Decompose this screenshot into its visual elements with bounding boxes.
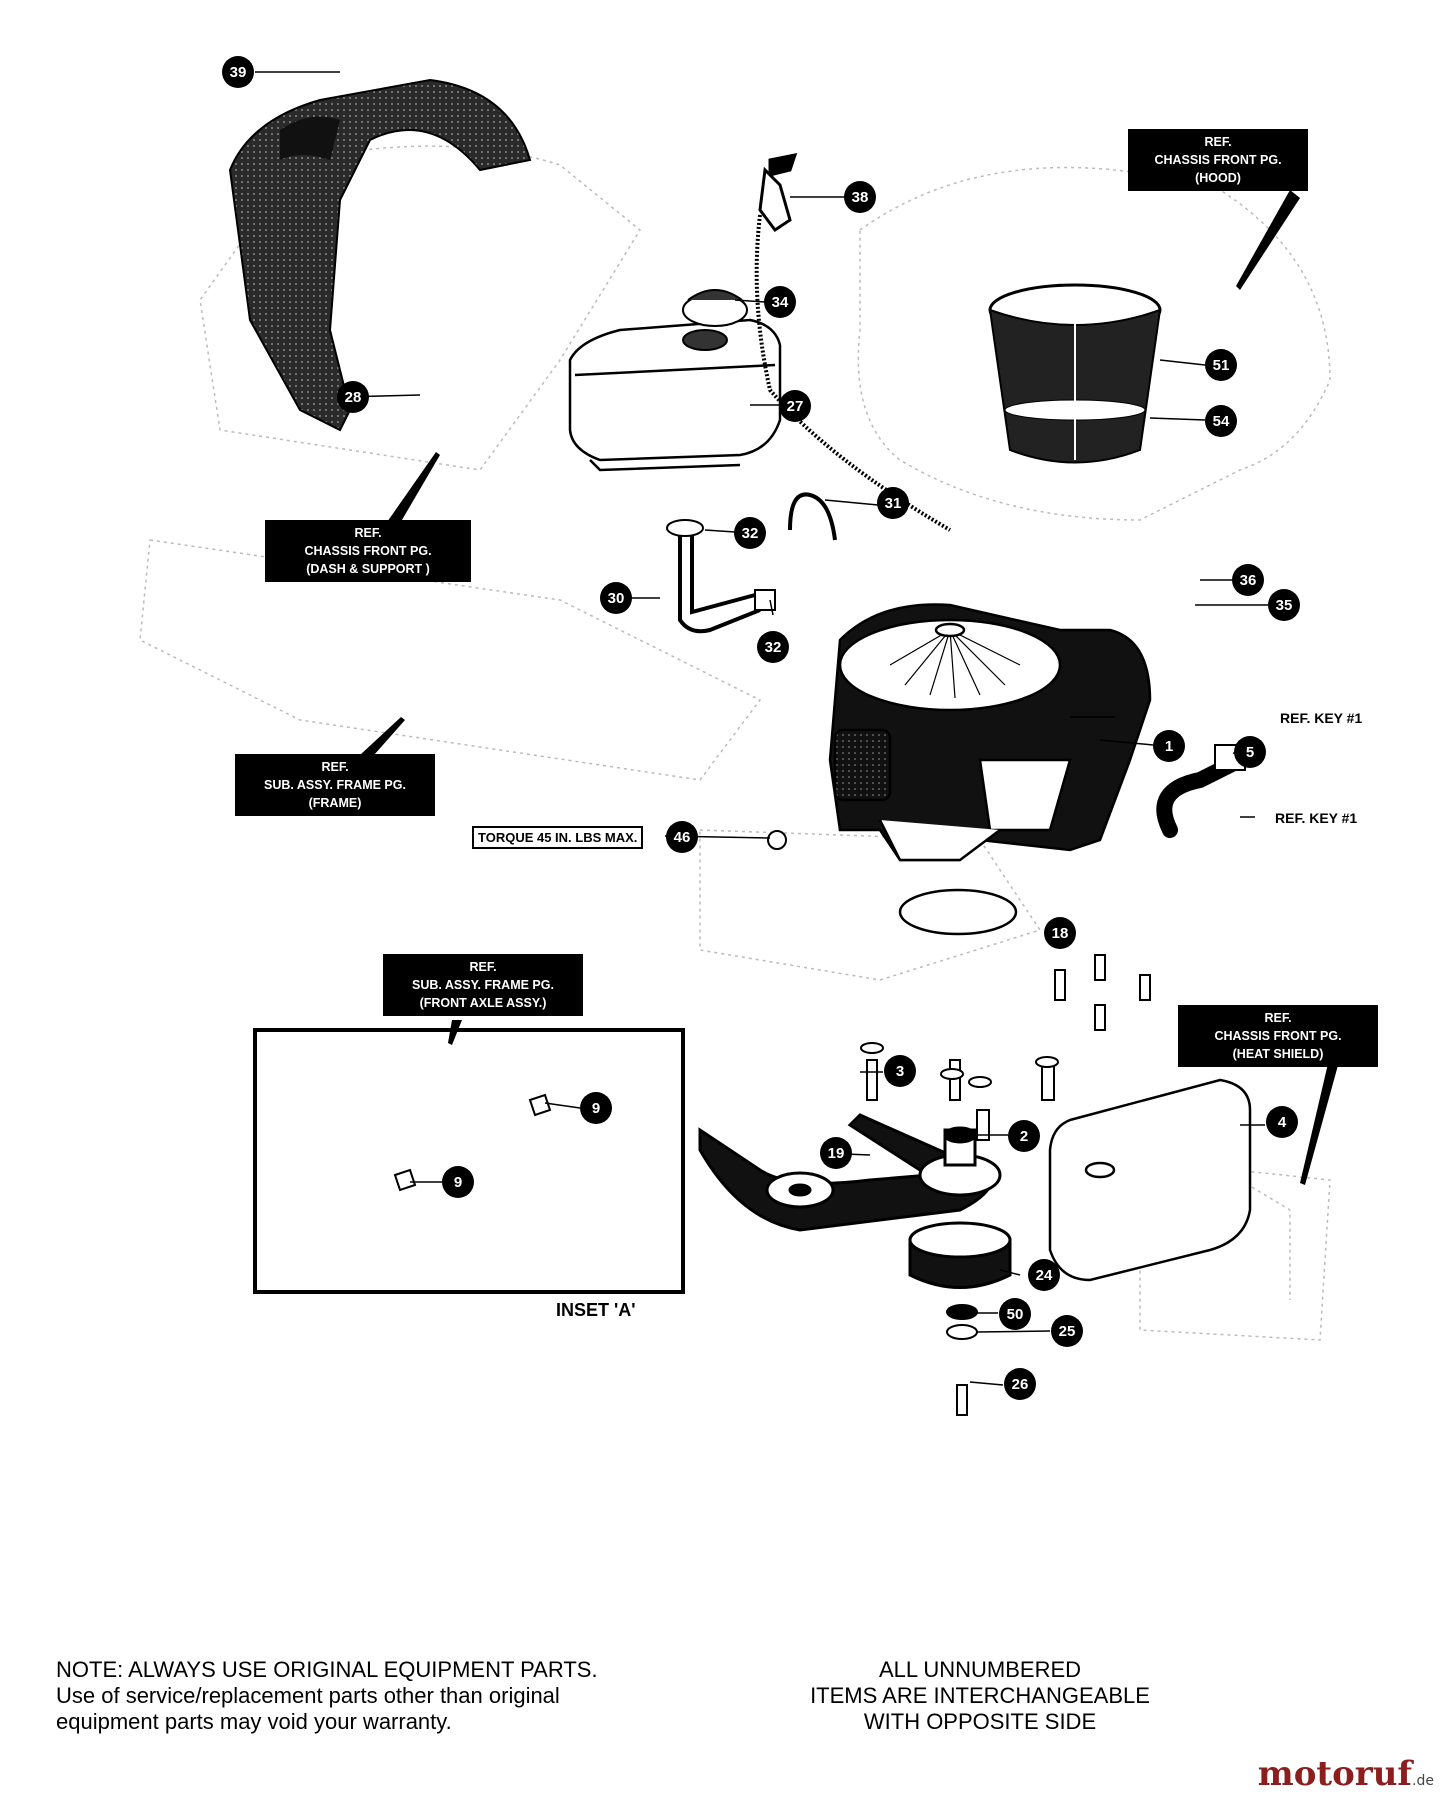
ref-box-heat-shield: REF. CHASSIS FRONT PG. (HEAT SHIELD) [1178, 1005, 1378, 1067]
note-line3: equipment parts may void your warranty. [56, 1709, 452, 1734]
ref-heat-line3: (HEAT SHIELD) [1232, 1047, 1324, 1061]
callout-9: 9 [442, 1166, 474, 1198]
callout-27: 27 [779, 390, 811, 422]
note-line2: Use of service/replacement parts other t… [56, 1683, 560, 1708]
ref-key-label: REF. KEY #1 [1275, 810, 1358, 826]
callout-4: 4 [1266, 1106, 1298, 1138]
interchangeable-line2: ITEMS ARE INTERCHANGEABLE [810, 1683, 1150, 1708]
ref-axle-line2: SUB. ASSY. FRAME PG. [412, 978, 554, 992]
ref-pointers [360, 190, 1340, 1185]
ref-box-dash-support: REF. CHASSIS FRONT PG. (DASH & SUPPORT ) [265, 520, 471, 582]
hose-clamp-2 [754, 589, 776, 611]
callout-18: 18 [1044, 917, 1076, 949]
throttle-lever [758, 153, 798, 233]
callout-50: 50 [999, 1298, 1031, 1330]
callout-3: 3 [884, 1055, 916, 1087]
callout-51: 51 [1205, 349, 1237, 381]
ref-frame-line3: (FRAME) [308, 796, 362, 810]
callout-24: 24 [1028, 1259, 1060, 1291]
callout-5: 5 [1234, 736, 1266, 768]
throttle-cable [754, 214, 952, 532]
ref-hood-line1: REF. [1204, 135, 1232, 149]
ref-box-hood: REF. CHASSIS FRONT PG. (HOOD) [1128, 129, 1308, 191]
callout-19: 19 [820, 1137, 852, 1169]
ref-dash-line3: (DASH & SUPPORT ) [306, 562, 430, 576]
ref-axle-line3: (FRONT AXLE ASSY.) [419, 996, 547, 1010]
gasket [898, 888, 1018, 936]
fuel-cap [682, 289, 748, 351]
callout-35: 35 [1268, 589, 1300, 621]
callout-54: 54 [1205, 405, 1237, 437]
washers [767, 830, 1059, 1340]
callout-25: 25 [1051, 1315, 1083, 1347]
watermark-logo: motoruf.de [1258, 1754, 1434, 1794]
warranty-note: NOTE: ALWAYS USE ORIGINAL EQUIPMENT PART… [56, 1657, 598, 1735]
watermark-tld: .de [1412, 1773, 1434, 1789]
inset-frame [253, 1028, 685, 1294]
watermark-brand: motoruf [1257, 1754, 1413, 1794]
callout-39: 39 [222, 56, 254, 88]
ref-box-front-axle: REF. SUB. ASSY. FRAME PG. (FRONT AXLE AS… [383, 954, 583, 1016]
inset-bolts [393, 1093, 552, 1192]
callout-34: 34 [764, 286, 796, 318]
belt-pulleys [698, 1113, 1012, 1289]
ref-dash-line2: CHASSIS FRONT PG. [304, 544, 432, 558]
callout-2: 2 [1008, 1120, 1040, 1152]
callout-46: 46 [666, 821, 698, 853]
callout-38: 38 [844, 181, 876, 213]
torque-note: TORQUE 45 IN. LBS MAX. [472, 826, 644, 849]
callout-32: 32 [757, 631, 789, 663]
ref-dash-line1: REF. [354, 526, 382, 540]
ref-hood-line3: (HOOD) [1195, 171, 1241, 185]
callout-31: 31 [877, 487, 909, 519]
callout-28: 28 [337, 381, 369, 413]
interchangeable-note: ALL UNNUMBERED ITEMS ARE INTERCHANGEABLE… [770, 1657, 1190, 1735]
hose-clamp [666, 519, 704, 537]
fuel-line [678, 492, 837, 634]
engine [828, 603, 1152, 862]
ref-key-label: REF. KEY #1 [1280, 710, 1363, 726]
callout-30: 30 [600, 582, 632, 614]
dash-support-panel [228, 78, 532, 432]
bolts [866, 954, 1151, 1416]
ref-box-frame: REF. SUB. ASSY. FRAME PG. (FRAME) [235, 754, 435, 816]
callout-36: 36 [1232, 564, 1264, 596]
callout-26: 26 [1004, 1368, 1036, 1400]
callout-1: 1 [1153, 730, 1185, 762]
callout-9: 9 [580, 1092, 612, 1124]
heat-shield [1048, 1078, 1252, 1282]
interchangeable-line1: ALL UNNUMBERED [878, 1657, 1082, 1682]
fuel-tank [568, 318, 782, 472]
ref-hood-line2: CHASSIS FRONT PG. [1154, 153, 1282, 167]
note-line1: NOTE: ALWAYS USE ORIGINAL EQUIPMENT PART… [56, 1657, 598, 1682]
callout-32: 32 [734, 517, 766, 549]
air-cleaner-housing [988, 283, 1162, 464]
interchangeable-line3: WITH OPPOSITE SIDE [863, 1709, 1097, 1734]
ref-frame-line1: REF. [321, 760, 349, 774]
ref-frame-line2: SUB. ASSY. FRAME PG. [264, 778, 406, 792]
ref-heat-line1: REF. [1264, 1011, 1292, 1025]
ref-axle-line1: REF. [469, 960, 497, 974]
inset-a-label: INSET 'A' [556, 1300, 636, 1320]
exhaust-pipe [1156, 752, 1248, 838]
ref-heat-line2: CHASSIS FRONT PG. [1214, 1029, 1342, 1043]
